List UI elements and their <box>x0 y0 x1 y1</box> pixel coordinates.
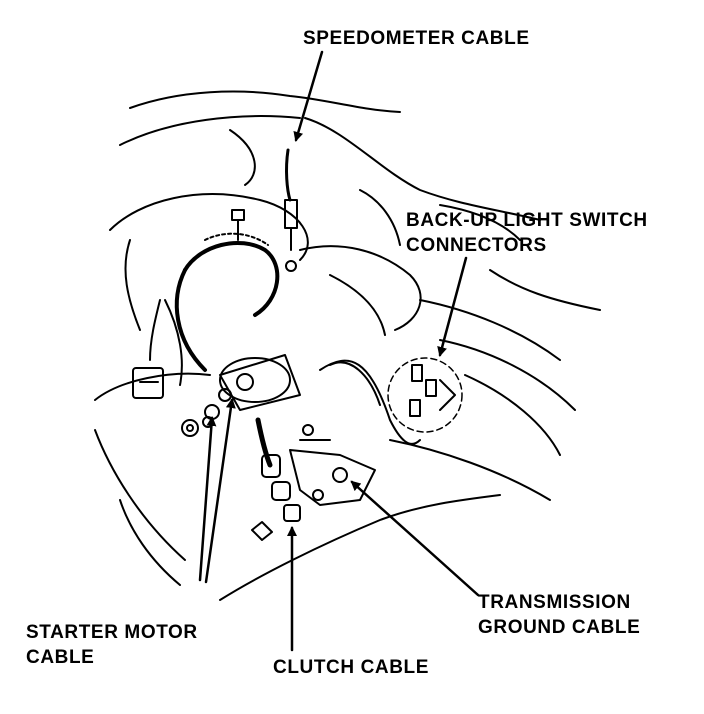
bolt <box>231 209 245 241</box>
clutch-cable-assembly <box>251 417 301 541</box>
starter-motor <box>204 354 301 420</box>
clutch-cable-label: CLUTCH CABLE <box>273 655 429 680</box>
transmission-ground-bracket <box>289 424 376 506</box>
transmission-ground-arrow <box>350 480 480 597</box>
speedometer-cable-text: SPEEDOMETER CABLE <box>303 28 530 49</box>
backup-light-line2: CONNECTORS <box>406 235 547 256</box>
transmission-ground-line1: TRANSMISSION <box>478 592 631 613</box>
transmission-ground-line2: GROUND CABLE <box>478 617 641 638</box>
callout-arrows <box>198 50 480 652</box>
nut-washer <box>181 416 214 437</box>
speedometer-cable-fitting <box>284 148 298 272</box>
engine-block-outline <box>94 90 601 601</box>
starter-motor-line1: STARTER MOTOR <box>26 622 198 643</box>
transmission-ground-label: TRANSMISSION GROUND CABLE <box>478 590 640 640</box>
starter-arrow-1 <box>198 416 217 582</box>
backup-light-line1: BACK-UP LIGHT SWITCH <box>406 210 648 231</box>
backup-light-connectors <box>319 357 463 445</box>
connector-block <box>132 367 164 399</box>
starter-arrow-2 <box>204 398 236 584</box>
starter-motor-label: STARTER MOTOR CABLE <box>26 620 198 670</box>
backup-light-arrow <box>437 256 468 357</box>
clutch-cable-text: CLUTCH CABLE <box>273 657 430 678</box>
wiring-harness <box>149 232 280 372</box>
speedometer-arrow <box>293 50 324 142</box>
starter-motor-line2: CABLE <box>26 647 95 668</box>
backup-light-label: BACK-UP LIGHT SWITCH CONNECTORS <box>406 208 648 258</box>
speedometer-cable-label: SPEEDOMETER CABLE <box>303 26 530 51</box>
